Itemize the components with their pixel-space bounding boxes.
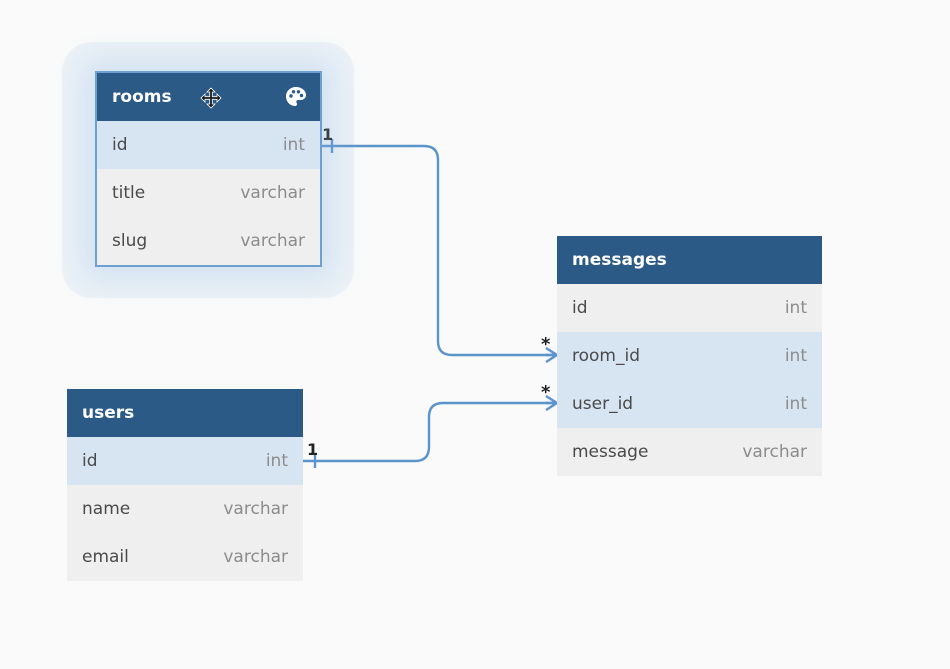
cardinality-messages-user-id: * <box>541 382 551 403</box>
table-header-rooms[interactable]: rooms <box>97 73 320 121</box>
field-name: title <box>112 183 146 203</box>
field-name: user_id <box>572 394 634 414</box>
field-name: slug <box>112 231 148 251</box>
field-type: varchar <box>223 499 288 519</box>
table-title-rooms: rooms <box>112 87 172 107</box>
table-rooms[interactable]: rooms id int <box>95 71 322 267</box>
field-name: room_id <box>572 346 640 366</box>
table-header-users[interactable]: users <box>67 389 303 437</box>
field-name: name <box>82 499 131 519</box>
field-row-rooms-id[interactable]: id int <box>97 121 320 169</box>
field-type: int <box>784 394 807 414</box>
field-row-users-id[interactable]: id int <box>67 437 303 485</box>
palette-icon[interactable] <box>284 85 308 109</box>
field-type: int <box>265 451 288 471</box>
link-users-messages[interactable] <box>303 401 557 463</box>
table-header-messages[interactable]: messages <box>557 236 822 284</box>
field-row-messages-user-id[interactable]: user_id int <box>557 380 822 428</box>
cardinality-messages-room-id: * <box>541 334 551 355</box>
many-marker-user-id <box>545 394 558 412</box>
table-title-messages: messages <box>572 250 667 270</box>
table-users[interactable]: users id int name varchar email varchar <box>67 389 303 581</box>
field-row-messages-id[interactable]: id int <box>557 284 822 332</box>
cardinality-users-id: 1 <box>307 440 319 459</box>
field-type: varchar <box>240 231 305 251</box>
field-name: id <box>572 298 588 318</box>
field-name: message <box>572 442 649 462</box>
field-row-users-email[interactable]: email varchar <box>67 533 303 581</box>
field-type: varchar <box>223 547 288 567</box>
field-row-messages-room-id[interactable]: room_id int <box>557 332 822 380</box>
field-type: int <box>282 135 305 155</box>
field-row-rooms-slug[interactable]: slug varchar <box>97 217 320 265</box>
field-name: id <box>112 135 128 155</box>
field-name: id <box>82 451 98 471</box>
cardinality-rooms-id: 1 <box>322 125 334 144</box>
move-arrows-icon[interactable] <box>200 87 222 109</box>
field-row-messages-message[interactable]: message varchar <box>557 428 822 476</box>
table-title-users: users <box>82 403 135 423</box>
field-type: varchar <box>742 442 807 462</box>
field-row-rooms-title[interactable]: title varchar <box>97 169 320 217</box>
field-row-users-name[interactable]: name varchar <box>67 485 303 533</box>
link-rooms-messages[interactable] <box>320 144 557 357</box>
field-type: int <box>784 346 807 366</box>
field-type: int <box>784 298 807 318</box>
field-type: varchar <box>240 183 305 203</box>
many-marker-room-id <box>545 346 558 364</box>
field-name: email <box>82 547 129 567</box>
table-messages[interactable]: messages id int room_id int user_id int … <box>557 236 822 476</box>
